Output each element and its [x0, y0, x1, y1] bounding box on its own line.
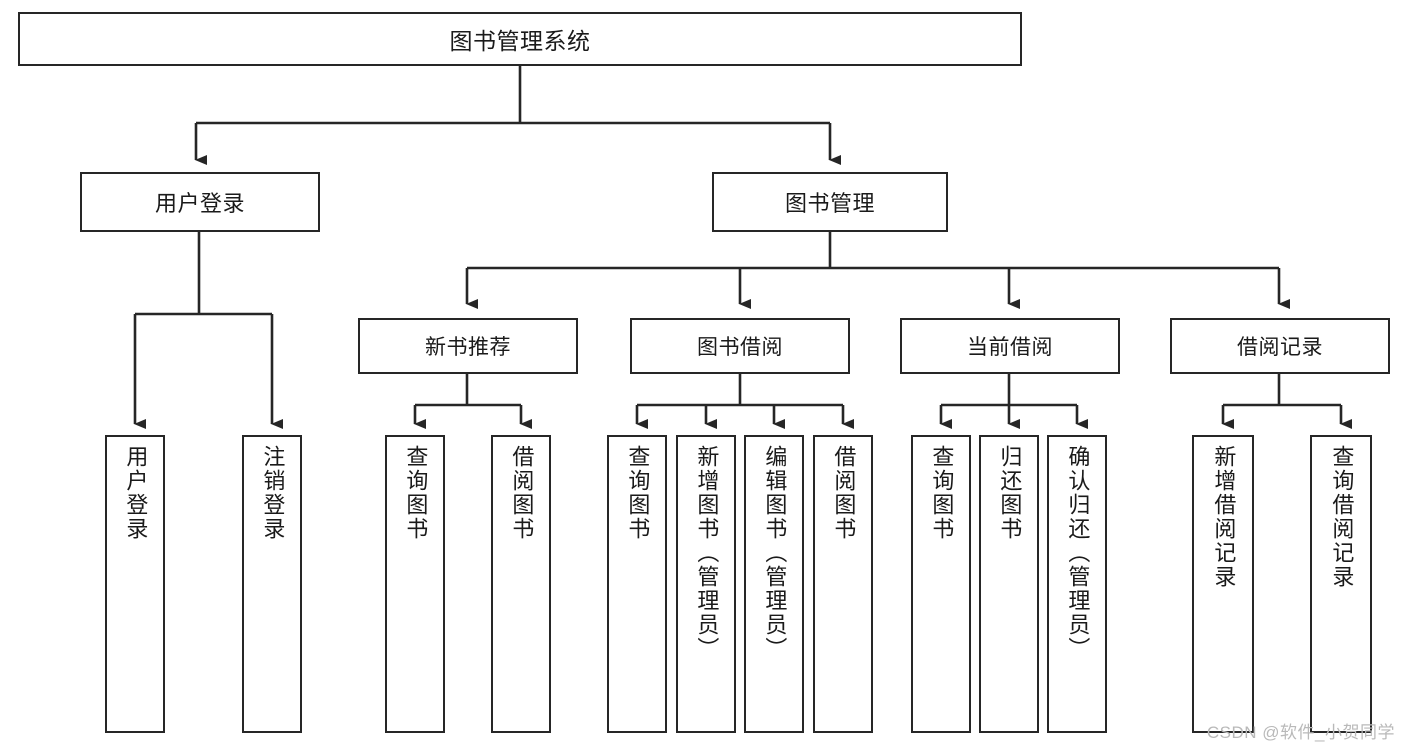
leaf-query-book-recommend[interactable]: 查询图书 [385, 435, 445, 733]
leaf-query-borrow-record[interactable]: 查询借阅记录 [1310, 435, 1372, 733]
node-borrow-record[interactable]: 借阅记录 [1170, 318, 1390, 374]
leaf-query-borrow-record-label: 查询借阅记录 [1329, 445, 1355, 589]
leaf-add-borrow-record[interactable]: 新增借阅记录 [1192, 435, 1254, 733]
leaf-borrow-book-recommend-label: 借阅图书 [509, 445, 535, 541]
node-user-login-label: 用户登录 [154, 191, 245, 216]
leaf-user-login[interactable]: 用户登录 [105, 435, 165, 733]
leaf-query-book-current[interactable]: 查询图书 [911, 435, 971, 733]
watermark-text: CSDN @软件_小贺同学 [1206, 723, 1395, 742]
node-root[interactable]: 图书管理系统 [18, 12, 1022, 66]
node-root-label: 图书管理系统 [449, 28, 591, 54]
leaf-logout[interactable]: 注销登录 [242, 435, 302, 733]
node-borrow-record-label: 借阅记录 [1237, 336, 1323, 359]
leaf-query-book-current-label: 查询图书 [929, 445, 955, 541]
leaf-query-book-recommend-label: 查询图书 [403, 445, 429, 541]
node-book-management-label: 图书管理 [784, 191, 875, 216]
leaf-confirm-return-admin[interactable]: 确认归还（管理员） [1047, 435, 1107, 733]
node-user-login[interactable]: 用户登录 [80, 172, 320, 232]
leaf-confirm-return-admin-label: 确认归还（管理员） [1065, 445, 1091, 661]
leaf-return-book[interactable]: 归还图书 [979, 435, 1039, 733]
node-current-borrow[interactable]: 当前借阅 [900, 318, 1120, 374]
leaf-logout-label: 注销登录 [260, 445, 286, 541]
leaf-query-book-borrow[interactable]: 查询图书 [607, 435, 667, 733]
leaf-query-book-borrow-label: 查询图书 [625, 445, 651, 541]
leaf-add-book-admin[interactable]: 新增图书（管理员） [676, 435, 736, 733]
leaf-borrow-book-label: 借阅图书 [831, 445, 857, 541]
node-book-borrow-label: 图书借阅 [697, 336, 783, 359]
leaf-edit-book-admin[interactable]: 编辑图书（管理员） [744, 435, 804, 733]
leaf-borrow-book-recommend[interactable]: 借阅图书 [491, 435, 551, 733]
leaf-add-book-admin-label: 新增图书（管理员） [694, 445, 720, 661]
node-current-borrow-label: 当前借阅 [967, 336, 1053, 359]
leaf-add-borrow-record-label: 新增借阅记录 [1211, 445, 1237, 589]
leaf-edit-book-admin-label: 编辑图书（管理员） [762, 445, 788, 661]
node-book-borrow[interactable]: 图书借阅 [630, 318, 850, 374]
leaf-borrow-book[interactable]: 借阅图书 [813, 435, 873, 733]
leaf-return-book-label: 归还图书 [997, 445, 1023, 541]
node-new-book-recommend-label: 新书推荐 [425, 336, 511, 359]
leaf-user-login-label: 用户登录 [123, 445, 149, 541]
node-new-book-recommend[interactable]: 新书推荐 [358, 318, 578, 374]
node-book-management[interactable]: 图书管理 [712, 172, 948, 232]
